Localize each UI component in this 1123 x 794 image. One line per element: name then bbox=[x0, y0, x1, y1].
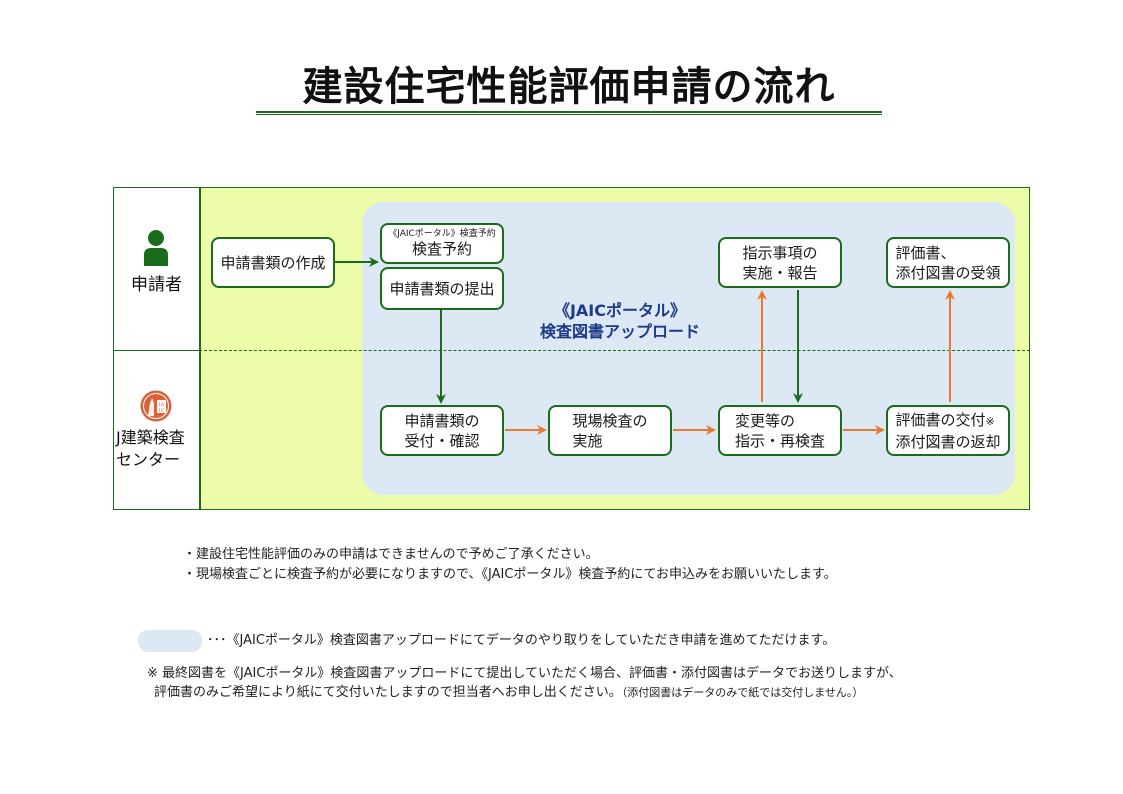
step-inspect-line1: 現場検査の bbox=[572, 411, 648, 430]
step-carryout-line2: 実施・報告 bbox=[742, 263, 818, 282]
step-accept-line2: 受付・確認 bbox=[404, 431, 480, 450]
step-receive-line2: 添付図書の受領 bbox=[895, 263, 1001, 282]
lane-label-center: J建築検査 センター bbox=[114, 427, 201, 471]
lane-divider bbox=[199, 350, 1030, 351]
footnote-line2-small: （添付図書はデータのみで紙では交付しません。） bbox=[621, 686, 864, 699]
step-change-instruction: 変更等の 指示・再検査 bbox=[718, 405, 842, 456]
footnote-line2: 評価書のみご希望により紙にて交付いたしますので担当者へお申し出ください。（添付図… bbox=[154, 684, 863, 702]
person-icon bbox=[144, 230, 168, 266]
footnote-line2-main: 評価書のみご希望により紙にて交付いたしますので担当者へお申し出ください。 bbox=[154, 685, 622, 700]
svg-text:IC: IC bbox=[159, 408, 165, 414]
step-reservation-portal-caption: 《JAICポータル》検査予約 bbox=[388, 228, 496, 239]
step-receive-line1: 評価書、 bbox=[895, 243, 956, 262]
note-1: ・建設住宅性能評価のみの申請はできませんので予めご了承ください。 bbox=[183, 547, 599, 562]
step-issue-mark: ※ bbox=[985, 414, 995, 428]
legend-swatch bbox=[138, 630, 202, 652]
portal-upload-label: 《JAICポータル》 検査図書アップロード bbox=[500, 300, 740, 342]
step-carry-out-instructions: 指示事項の 実施・報告 bbox=[718, 237, 842, 288]
step-submit-documents-text: 申請書類の提出 bbox=[389, 279, 495, 298]
svg-text:IA: IA bbox=[159, 402, 165, 408]
portal-label-line2: 検査図書アップロード bbox=[539, 322, 700, 341]
lane-label-center-line1: J建築検査 bbox=[116, 428, 185, 447]
title-underline-thin bbox=[256, 114, 882, 115]
step-issue-evaluation: 評価書の交付※ 添付図書の返却 bbox=[886, 405, 1010, 456]
lane-label-center-line2: センター bbox=[116, 450, 181, 469]
portal-label-line1: 《JAICポータル》 bbox=[553, 301, 687, 320]
step-receive-documents: 評価書、 添付図書の受領 bbox=[886, 237, 1010, 288]
step-inspection-reservation: 《JAICポータル》検査予約 検査予約 bbox=[380, 223, 504, 264]
step-inspect-line2: 実施 bbox=[572, 431, 603, 450]
lane-divider-header bbox=[114, 350, 199, 351]
step-instruct-line1: 変更等の bbox=[734, 411, 795, 430]
page-title: 建設住宅性能評価申請の流れ bbox=[302, 64, 836, 110]
jaic-logo-icon: IA IC bbox=[140, 390, 172, 422]
step-reservation-text: 検査予約 bbox=[411, 239, 472, 258]
lane-label-applicant: 申請者 bbox=[131, 275, 182, 295]
step-issue-line2: 添付図書の返却 bbox=[895, 432, 1001, 451]
step-create-documents: 申請書類の作成 bbox=[211, 237, 335, 288]
footnote-line1: ※ 最終図書を《JAICポータル》検査図書アップロードにて提出していただく場合、… bbox=[147, 666, 902, 681]
step-submit-documents: 申請書類の提出 bbox=[380, 267, 504, 310]
step-create-documents-text: 申請書類の作成 bbox=[220, 253, 326, 272]
title-underline bbox=[256, 111, 882, 113]
legend-text: ･･･《JAICポータル》検査図書アップロードにてデータのやり取りをしていただき… bbox=[207, 633, 836, 648]
step-carryout-line1: 指示事項の bbox=[742, 243, 818, 262]
step-accept-line1: 申請書類の bbox=[404, 411, 480, 430]
note-2: ・現場検査ごとに検査予約が必要になりますので、《JAICポータル》検査予約にてお… bbox=[183, 567, 837, 582]
step-instruct-line2: 指示・再検査 bbox=[734, 431, 825, 450]
step-issue-line1: 評価書の交付 bbox=[895, 410, 986, 429]
step-site-inspection: 現場検査の 実施 bbox=[548, 405, 672, 456]
step-accept-documents: 申請書類の 受付・確認 bbox=[380, 405, 504, 456]
